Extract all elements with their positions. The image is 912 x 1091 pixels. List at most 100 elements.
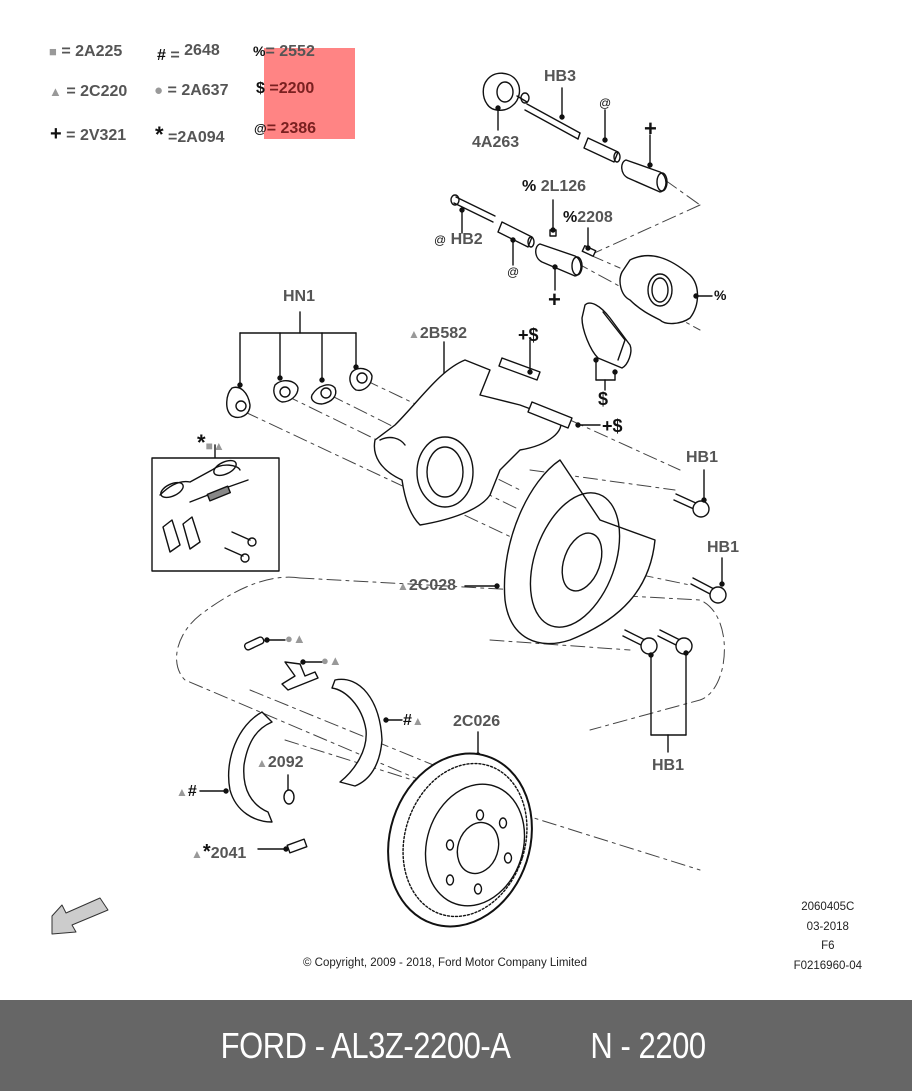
triangle-icon: ▲ [411,714,424,728]
triangle-icon: ▲ [191,847,203,861]
callout-lever: ●▲ [321,654,342,667]
callout-caliper: % [714,287,727,303]
circle-icon: ● [154,82,164,99]
hub-bearing-4a263 [482,72,530,131]
highlight-box [264,48,355,139]
callout-2208: %2208 [563,209,613,226]
backing-plate-2c028 [464,459,656,645]
callout-shoe-right: #▲ [403,713,424,729]
callout-plus-upper-boot: + [644,116,657,141]
legend-item-hash: # = 2648 [157,42,220,64]
triangle-icon: ▲ [292,631,306,646]
triangle-icon: ▲ [397,579,409,593]
boot-lower [535,243,583,291]
copyright-notice: © Copyright, 2009 - 2018, Ford Motor Com… [303,957,587,969]
asterisk-icon: * [202,841,211,863]
callout-hb2: @ HB2 [434,231,483,248]
bolt-hb2 [450,194,496,234]
brake-rotor-2c026 [387,731,533,928]
percent-icon: % [522,178,537,195]
adjuster-plug-2092 [283,774,295,805]
asterisk-icon: * [155,122,164,147]
circle-icon: ● [285,631,293,646]
triangle-icon: ▲ [212,439,225,453]
callout-hb1-lower: HB1 [652,757,685,774]
illustration-date: 03-2018 [806,920,849,933]
parking-brake-strut [243,636,286,651]
hash-icon: # [157,47,166,64]
triangle-icon: ▲ [49,84,62,99]
reference-number: N - 2200 [589,1024,706,1066]
triangle-icon: ▲ [176,785,188,799]
boot-upper [621,134,668,193]
callout-hb3: HB3 [544,68,577,85]
callout-2l126: % 2L126 [522,178,587,195]
bleeder-screw-2208 [581,227,597,257]
pin-upper [498,339,541,381]
legend-item-percent: %= 2552 [253,43,315,60]
triangle-icon: ▲ [328,653,342,668]
bushings-hn1 [226,311,373,419]
square-icon: ■ [49,44,57,59]
exploded-view-drawing [51,72,727,935]
percent-icon: % [563,209,578,226]
parking-brake-lever [281,659,323,691]
front-direction-arrow [51,897,109,935]
callout-hardware-kit: *■▲ [197,432,225,454]
figure-number: F6 [821,940,835,952]
part-number-banner: FORD - AL3Z-2200-A N - 2200 [0,1000,912,1091]
callout-hb1-upper: HB1 [686,449,719,466]
knuckle-2b582 [373,341,562,526]
at-icon: @ [254,121,267,136]
guide-sleeve-upper [583,109,621,163]
callout-pin-lower: +$ [602,416,623,436]
dollar-icon: $ [256,80,265,97]
triangle-icon: ▲ [408,327,420,341]
brake-switch-2041 [257,838,308,854]
callout-2c028: ▲2C028 [397,577,457,594]
callout-hb1-middle: HB1 [707,539,740,556]
legend-item-square: ■ = 2A225 [49,43,123,60]
callout-2041: ▲*2041 [191,841,247,863]
illustration-meta: 2060405C 03-2018 F6 F0216960-04 [794,898,862,976]
brake-caliper [619,254,713,325]
file-code: F0216960-04 [793,959,862,972]
callout-strut: ●▲ [285,632,306,645]
brake-pads [581,302,632,391]
plus-icon: + [50,123,62,145]
callout-pin-upper: +$ [518,325,539,345]
brake-shoe-left [199,711,273,823]
circle-icon: ● [321,653,329,668]
callout-hn1: HN1 [283,288,316,305]
triangle-icon: ▲ [256,756,268,770]
hardware-kit [151,444,280,572]
pin-lower [527,401,601,429]
callout-2b582: ▲2B582 [408,325,468,342]
percent-icon: % [253,43,266,59]
hash-icon: # [187,783,197,800]
legend-item-plus: + = 2V321 [50,123,127,145]
square-icon: ■ [205,439,213,453]
illustration-id: 2060405C [801,901,855,913]
legend-item-at: @= 2386 [254,120,317,137]
callout-at-lower-sleeve: @ [507,265,520,279]
bolt-hb3 [524,87,581,140]
legend-item-triangle: ▲ = 2C220 [49,83,128,100]
callout-shoe-left: ▲# [176,784,197,800]
hash-icon: # [403,712,412,729]
part-number: FORD - AL3Z-2200-A [220,1024,511,1066]
at-icon: @ [434,233,447,247]
guide-sleeve-lower [497,221,535,266]
asterisk-icon: * [197,430,206,455]
parts-diagram: ■ = 2A225 # = 2648 %= 2552 ▲ = 2C220 ● =… [49,42,862,976]
legend-item-dollar: $ =2200 [256,80,315,97]
callout-pads: $ [598,389,609,409]
bolts-hb1 [622,469,727,753]
legend-item-circle: ● = 2A637 [154,82,229,99]
callout-at-upper-sleeve: @ [599,96,612,110]
bleeder-cap-2l126 [549,199,557,237]
callout-plus-lower-boot: + [548,287,561,312]
brake-shoe-right [331,678,403,787]
callout-4a263: 4A263 [472,134,520,151]
legend-item-asterisk: * =2A094 [155,122,225,147]
